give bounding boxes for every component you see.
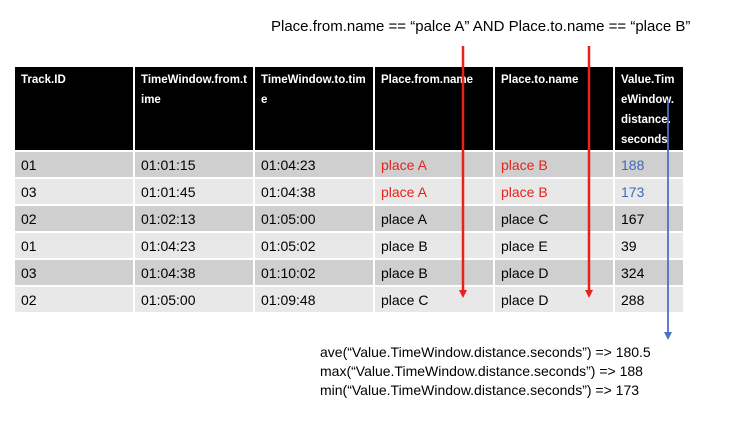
cell-place-from: place A [373,204,495,233]
cell-from-time: 01:01:15 [133,150,255,179]
cell-track-id: 03 [13,258,135,287]
cell-to-time: 01:05:02 [253,231,375,260]
cell-place-to: place E [493,231,615,260]
cell-place-to: place C [493,204,615,233]
cell-distance: 188 [613,150,685,179]
table-row: 01 01:01:15 01:04:23 place A place B 188 [13,150,685,179]
cell-distance: 167 [613,204,685,233]
aggregate-results: ave(“Value.TimeWindow.distance.seconds”)… [320,343,651,400]
header-timewindow-to: TimeWindow.to.time [253,65,375,152]
cell-track-id: 03 [13,177,135,206]
cell-track-id: 02 [13,204,135,233]
filter-query-label: Place.from.name == “palce A” AND Place.t… [271,18,691,35]
table-row: 02 01:05:00 01:09:48 place C place D 288 [13,285,685,314]
cell-to-time: 01:04:38 [253,177,375,206]
cell-from-time: 01:05:00 [133,285,255,314]
header-place-from: Place.from.name [373,65,495,152]
cell-place-to: place D [493,258,615,287]
cell-to-time: 01:05:00 [253,204,375,233]
cell-place-from: place A [373,177,495,206]
header-place-to: Place.to.name [493,65,615,152]
cell-distance: 288 [613,285,685,314]
cell-place-from: place B [373,231,495,260]
cell-place-from: place B [373,258,495,287]
cell-track-id: 02 [13,285,135,314]
cell-from-time: 01:01:45 [133,177,255,206]
cell-distance: 173 [613,177,685,206]
header-track-id: Track.ID [13,65,135,152]
table-row: 03 01:04:38 01:10:02 place B place D 324 [13,258,685,287]
table-row: 03 01:01:45 01:04:38 place A place B 173 [13,177,685,206]
cell-distance: 39 [613,231,685,260]
cell-from-time: 01:04:23 [133,231,255,260]
cell-place-from: place C [373,285,495,314]
cell-track-id: 01 [13,150,135,179]
cell-place-from: place A [373,150,495,179]
table-row: 01 01:04:23 01:05:02 place B place E 39 [13,231,685,260]
cell-to-time: 01:10:02 [253,258,375,287]
cell-place-to: place D [493,285,615,314]
cell-distance: 324 [613,258,685,287]
aggregate-average: ave(“Value.TimeWindow.distance.seconds”)… [320,344,651,360]
aggregate-min: min(“Value.TimeWindow.distance.seconds”)… [320,382,640,398]
cell-from-time: 01:02:13 [133,204,255,233]
cell-track-id: 01 [13,231,135,260]
header-timewindow-from: TimeWindow.from.time [133,65,255,152]
cell-to-time: 01:04:23 [253,150,375,179]
track-table: Track.ID TimeWindow.from.time TimeWindow… [13,65,685,314]
table-header-row: Track.ID TimeWindow.from.time TimeWindow… [13,65,685,152]
cell-from-time: 01:04:38 [133,258,255,287]
aggregate-max: max(“Value.TimeWindow.distance.seconds”)… [320,363,643,379]
cell-to-time: 01:09:48 [253,285,375,314]
header-distance-seconds: Value.TimeWindow.distance.seconds [613,65,685,152]
cell-place-to: place B [493,177,615,206]
cell-place-to: place B [493,150,615,179]
table-row: 02 01:02:13 01:05:00 place A place C 167 [13,204,685,233]
